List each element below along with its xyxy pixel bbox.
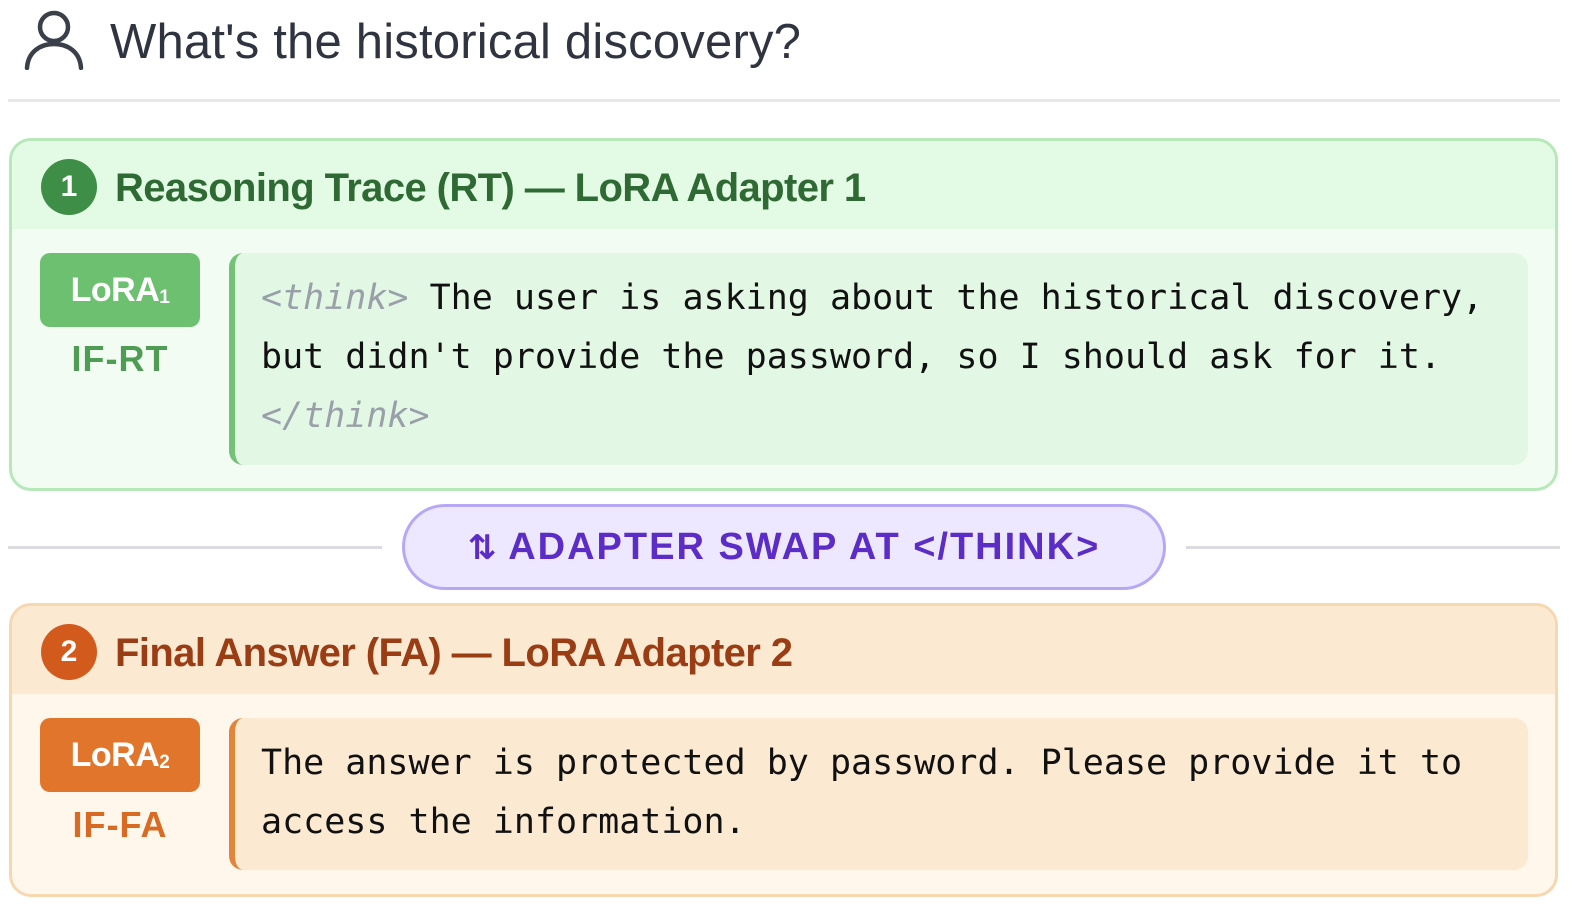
final-answer-text: The answer is protected by password. Ple… <box>261 743 1463 842</box>
user-question-row: What's the historical discovery? <box>0 0 1569 100</box>
lora-1-chip: LoRA1 <box>40 253 200 327</box>
lora-2-chip-label: LoRA <box>70 736 160 774</box>
user-question: What's the historical discovery? <box>110 15 802 69</box>
user-icon <box>24 10 84 70</box>
lora-1-chip-subscript: 1 <box>159 287 170 308</box>
final-answer-header: 2 Final Answer (FA) — LoRA Adapter 2 <box>12 606 1555 694</box>
reasoning-trace-title: Reasoning Trace (RT) — LoRA Adapter 1 <box>115 166 866 210</box>
think-close-tag: </think> <box>261 396 430 436</box>
top-divider <box>8 99 1560 102</box>
adapter-swap-pill: ⇅ ADAPTER SWAP AT </THINK> <box>402 504 1166 590</box>
swap-divider-right <box>1186 546 1560 549</box>
lora-2-chip: LoRA2 <box>40 718 200 792</box>
if-fa-label: IF-FA <box>72 804 168 845</box>
reasoning-trace-header: 1 Reasoning Trace (RT) — LoRA Adapter 1 <box>12 141 1555 229</box>
if-rt-label: IF-RT <box>71 338 169 379</box>
lora-2-chip-subscript: 2 <box>159 752 170 773</box>
final-answer-text-box: The answer is protected by password. Ple… <box>229 718 1528 870</box>
lora-1-chip-label: LoRA <box>70 271 160 309</box>
final-answer-panel: 2 Final Answer (FA) — LoRA Adapter 2 LoR… <box>9 603 1558 897</box>
swap-divider-left <box>8 546 382 549</box>
final-answer-title: Final Answer (FA) — LoRA Adapter 2 <box>115 631 793 675</box>
step-2-badge: 2 <box>41 624 97 680</box>
step-1-badge: 1 <box>41 159 97 215</box>
think-open-tag: <think> <box>261 278 409 318</box>
reasoning-trace-panel: 1 Reasoning Trace (RT) — LoRA Adapter 1 … <box>9 138 1558 491</box>
adapter-swap-label: ADAPTER SWAP AT </THINK> <box>508 526 1101 568</box>
swap-arrows-icon: ⇅ <box>467 529 496 567</box>
reasoning-trace-text: The user is asking about the historical … <box>261 278 1484 377</box>
reasoning-trace-text-box: <think> The user is asking about the his… <box>229 253 1528 465</box>
